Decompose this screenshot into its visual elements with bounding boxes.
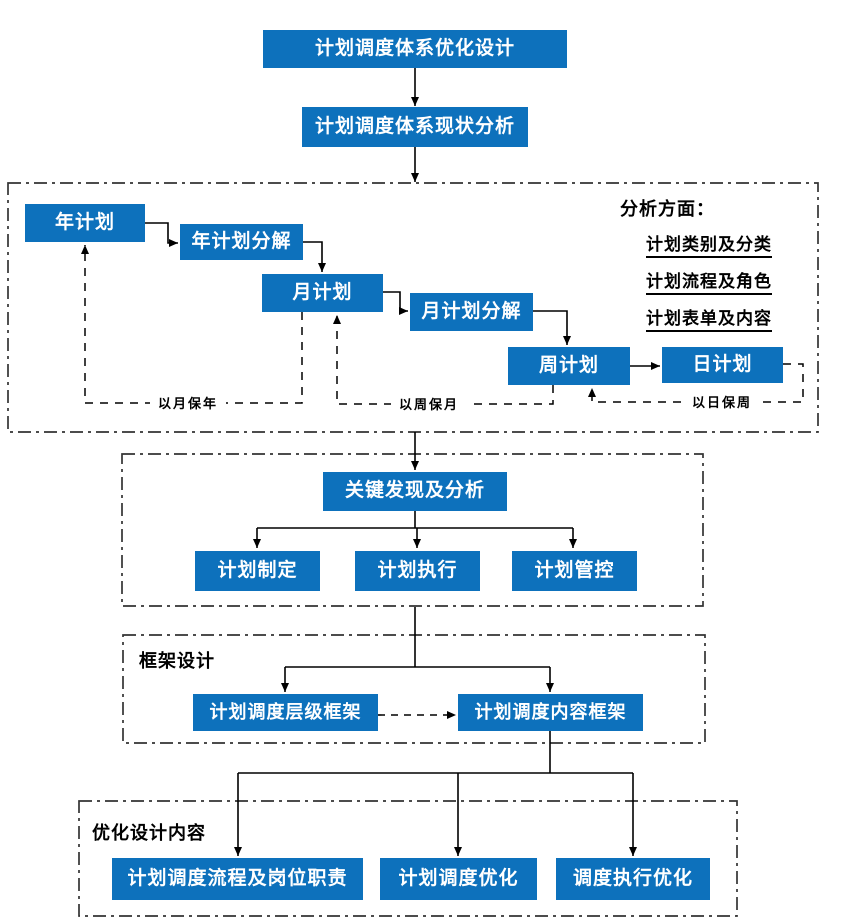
node-current-status-analysis: 计划调度体系现状分析: [302, 107, 528, 147]
container-plan-system: [7, 182, 819, 433]
node-year-plan: 年计划: [25, 204, 145, 242]
arrow-month-to-monthbreak: [383, 291, 408, 315]
node-day-plan: 日计划: [662, 347, 783, 383]
node-month-plan: 月计划: [262, 274, 383, 312]
framework-section-label: 框架设计: [139, 651, 215, 671]
arrow-monthbreak-to-week: [533, 310, 571, 345]
feedback-day-to-week: [588, 363, 804, 403]
analysis-aspect-item: 计划表单及内容: [646, 304, 772, 332]
analysis-aspect-item: 计划流程及角色: [646, 267, 772, 295]
analysis-aspects-heading: 分析方面：: [620, 199, 715, 219]
arrow-year-to-yearbreak: [145, 222, 178, 247]
node-system-optimization-design: 计划调度体系优化设计: [263, 30, 567, 68]
node-plan-execution: 计划执行: [355, 551, 480, 591]
container-optimization: [78, 800, 738, 917]
loop-label-week-guards-month: 以周保月: [391, 397, 467, 414]
node-plan-control: 计划管控: [512, 551, 637, 591]
node-scheduling-level-framework: 计划调度层级框架: [193, 694, 378, 731]
node-scheduling-content-framework: 计划调度内容框架: [458, 694, 643, 731]
arrow-yearbreak-to-month: [303, 241, 326, 272]
loop-label-month-guards-year: 以月保年: [150, 396, 226, 413]
analysis-aspects: 分析方面： 计划类别及分类 计划流程及角色 计划表单及内容: [620, 195, 772, 332]
node-month-plan-breakdown: 月计划分解: [410, 293, 533, 331]
node-plan-making: 计划制定: [195, 551, 320, 591]
node-year-plan-breakdown: 年计划分解: [180, 224, 303, 260]
node-week-plan: 周计划: [508, 347, 630, 385]
node-execution-optimization: 调度执行优化: [556, 858, 710, 900]
optimization-section-label: 优化设计内容: [92, 823, 206, 843]
node-scheduling-optimization: 计划调度优化: [380, 858, 537, 900]
feedback-month-to-year: [81, 245, 303, 404]
loop-label-day-guards-week: 以日保周: [684, 395, 760, 412]
container-findings: [121, 453, 704, 607]
node-scheduling-process-duties: 计划调度流程及岗位职责: [112, 858, 363, 900]
node-key-findings-analysis: 关键发现及分析: [323, 472, 507, 511]
container-framework: [122, 634, 706, 744]
analysis-aspect-item: 计划类别及分类: [646, 230, 772, 258]
